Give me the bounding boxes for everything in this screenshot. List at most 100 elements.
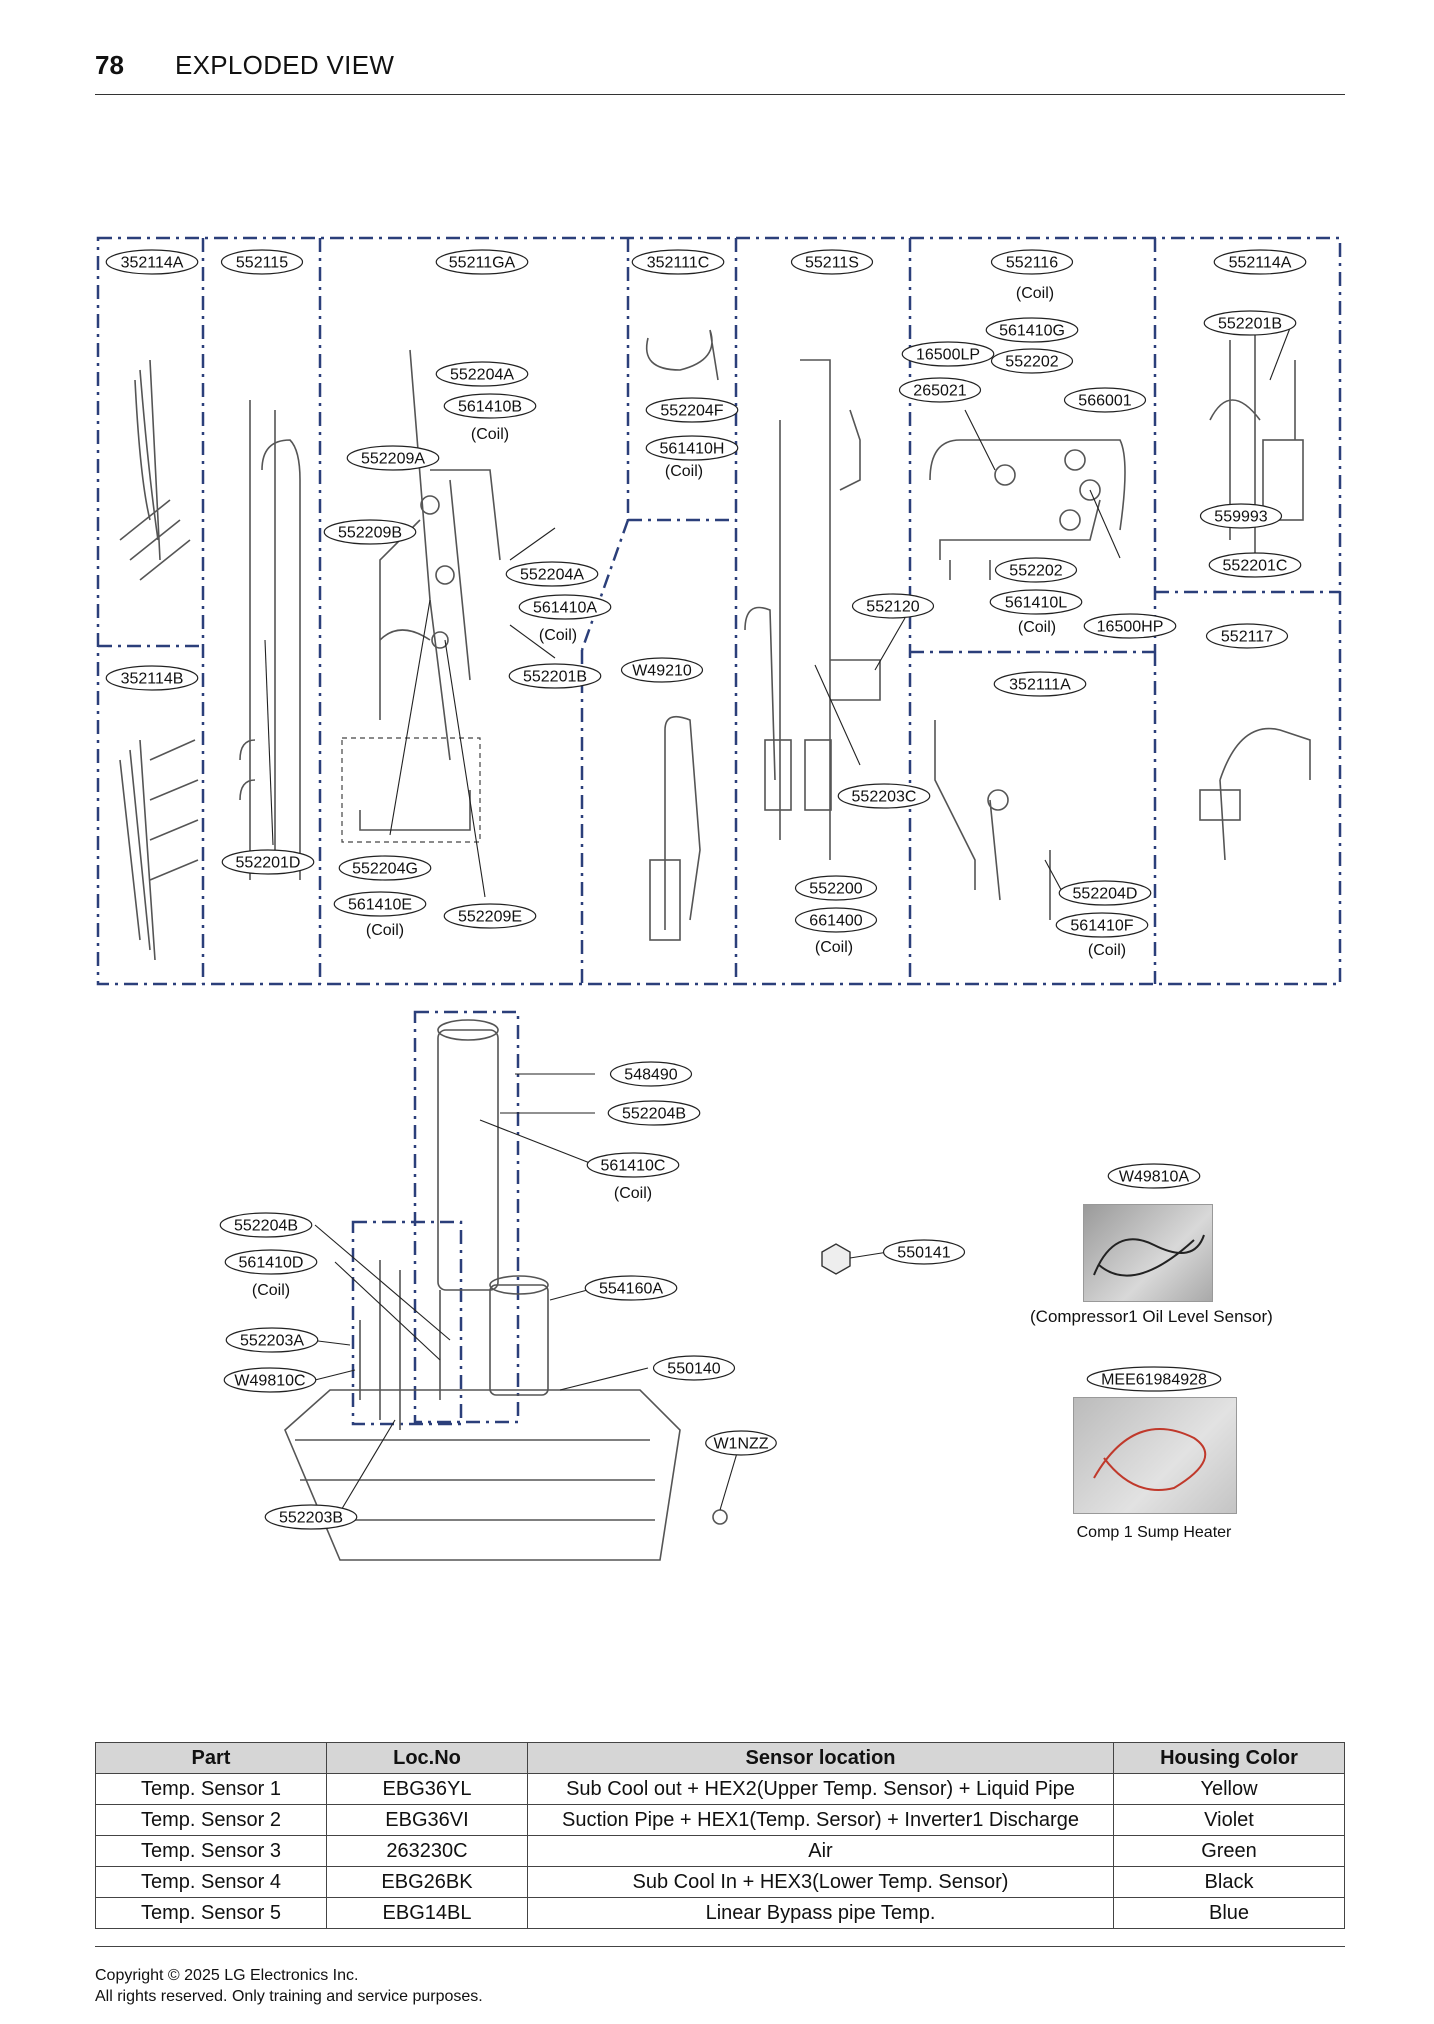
part-label: 552204B xyxy=(219,1212,313,1238)
coil-note: (Coil) xyxy=(815,939,853,956)
cell-sensor-location: Sub Cool out + HEX2(Upper Temp. Sensor) … xyxy=(527,1773,1114,1805)
svg-text:W49810C: W49810C xyxy=(234,1373,305,1390)
svg-text:552200: 552200 xyxy=(809,881,862,898)
svg-text:559993: 559993 xyxy=(1214,509,1267,526)
cell-housing-color: Green xyxy=(1113,1835,1345,1867)
svg-text:55211S: 55211S xyxy=(805,255,859,272)
label-ovals: 352114A 552115 55211GA 352111C 55211S 552116 5… xyxy=(105,249,1307,1530)
svg-text:552204G: 552204G xyxy=(352,861,418,878)
sump-heater-photo xyxy=(1073,1397,1237,1514)
svg-text:352114A: 352114A xyxy=(121,255,184,272)
col-part: Part xyxy=(95,1742,327,1774)
part-label: 552204A xyxy=(505,561,599,587)
cell-loc-no: EBG36VI xyxy=(326,1804,528,1836)
part-label: 548490 xyxy=(609,1061,693,1087)
svg-text:552204A: 552204A xyxy=(450,367,514,384)
svg-text:552203C: 552203C xyxy=(852,789,917,806)
part-label: 552201B xyxy=(508,663,602,689)
svg-text:552204B: 552204B xyxy=(234,1218,298,1235)
col-housing-color: Housing Color xyxy=(1113,1742,1345,1774)
coil-note: (Coil) xyxy=(1018,619,1056,636)
group-label: 352114B xyxy=(105,665,199,691)
table-row: Temp. Sensor 4 EBG26BK Sub Cool In + HEX… xyxy=(95,1866,1345,1898)
svg-text:552204D: 552204D xyxy=(1073,886,1138,903)
svg-text:352111A: 352111A xyxy=(1009,677,1071,694)
part-label: 552201C xyxy=(1208,552,1302,578)
cell-housing-color: Blue xyxy=(1113,1897,1345,1929)
part-label: 552204D xyxy=(1058,880,1152,906)
copyright-text: Copyright © 2025 LG Electronics Inc. xyxy=(95,1967,359,1984)
coil-notes: (Coil) (Coil) (Coil) (Coil) (Coil) (Coil) (Coi… xyxy=(252,285,1126,1299)
svg-text:561410F: 561410F xyxy=(1070,918,1133,935)
part-label: 552209E xyxy=(443,903,537,929)
page-header: 78 EXPLODED VIEW xyxy=(95,46,1345,95)
part-label: 552204A xyxy=(435,361,529,387)
part-label: 552204F xyxy=(645,397,739,423)
part-label: 550141 xyxy=(882,1239,966,1265)
svg-text:561410A: 561410A xyxy=(533,600,597,617)
col-sensor-location: Sensor location xyxy=(527,1742,1114,1774)
svg-text:552115: 552115 xyxy=(236,255,288,272)
svg-text:552114A: 552114A xyxy=(1229,255,1292,272)
sensor-table-header: Part Loc.No Sensor location Housing Colo… xyxy=(95,1742,1345,1774)
group-label: 552116 xyxy=(990,249,1074,275)
part-label: 552209B xyxy=(323,519,417,545)
heater-cable-icon xyxy=(1093,1428,1207,1491)
part-label: 559993 xyxy=(1199,503,1283,529)
coil-note: (Coil) xyxy=(366,922,404,939)
part-label: 552202 xyxy=(990,348,1074,374)
oil-level-sensor-photo xyxy=(1083,1204,1213,1302)
part-label: 552209A xyxy=(346,445,440,471)
svg-text:552209E: 552209E xyxy=(458,909,522,926)
coil-note: (Coil) xyxy=(252,1282,290,1299)
part-label: 561410H xyxy=(645,435,739,461)
part-label: 561410F xyxy=(1055,912,1149,938)
table-row: Temp. Sensor 3 263230C Air Green xyxy=(95,1835,1345,1867)
svg-text:552201D: 552201D xyxy=(236,855,301,872)
part-label: 561410B xyxy=(443,393,537,419)
part-label: 552201D xyxy=(221,849,315,875)
svg-text:265021: 265021 xyxy=(913,383,966,400)
svg-text:566001: 566001 xyxy=(1078,393,1131,410)
group-label: 552115 xyxy=(220,249,304,275)
cell-part: Temp. Sensor 5 xyxy=(95,1897,327,1929)
group-label: 352111C xyxy=(631,249,725,275)
svg-text:55211GA: 55211GA xyxy=(449,255,516,272)
svg-text:16500LP: 16500LP xyxy=(916,347,980,364)
accessory-code-label: MEE61984928 xyxy=(1086,1366,1222,1392)
part-label: 561410C xyxy=(586,1152,680,1178)
svg-text:W49210: W49210 xyxy=(632,663,692,680)
coil-note: (Coil) xyxy=(1088,942,1126,959)
svg-text:552203B: 552203B xyxy=(279,1510,343,1527)
part-label: 552202 xyxy=(994,557,1078,583)
coil-note: (Coil) xyxy=(539,627,577,644)
svg-text:561410L: 561410L xyxy=(1005,595,1067,612)
table-row: Temp. Sensor 2 EBG36VI Suction Pipe + HE… xyxy=(95,1804,1345,1836)
accessory-code-label: W49810A xyxy=(1107,1163,1201,1189)
part-label: 561410A xyxy=(518,594,612,620)
svg-text:561410C: 561410C xyxy=(601,1158,666,1175)
cell-sensor-location: Linear Bypass pipe Temp. xyxy=(527,1897,1114,1929)
svg-text:554160A: 554160A xyxy=(599,1281,663,1298)
cell-housing-color: Violet xyxy=(1113,1804,1345,1836)
svg-text:561410G: 561410G xyxy=(999,323,1065,340)
svg-text:552202: 552202 xyxy=(1009,563,1062,580)
cell-sensor-location: Sub Cool In + HEX3(Lower Temp. Sensor) xyxy=(527,1866,1114,1898)
part-label: 552203C xyxy=(837,783,931,809)
coil-note: (Coil) xyxy=(665,463,703,480)
leader-lines xyxy=(264,327,1291,1513)
svg-text:552203A: 552203A xyxy=(240,1333,304,1350)
part-label: 661400 xyxy=(794,907,878,933)
detail-box xyxy=(341,737,481,843)
svg-text:352114B: 352114B xyxy=(121,671,184,688)
bottom-frames xyxy=(351,1010,520,1426)
svg-text:548490: 548490 xyxy=(624,1067,677,1084)
svg-text:W1NZZ: W1NZZ xyxy=(713,1436,768,1453)
svg-text:561410E: 561410E xyxy=(348,897,412,914)
coil-note: (Coil) xyxy=(1016,285,1054,302)
cell-loc-no: EBG36YL xyxy=(326,1773,528,1805)
part-label: 561410L xyxy=(989,589,1083,615)
coil-note: (Coil) xyxy=(471,426,509,443)
page-title: EXPLODED VIEW xyxy=(175,50,395,80)
cell-housing-color: Black xyxy=(1113,1866,1345,1898)
